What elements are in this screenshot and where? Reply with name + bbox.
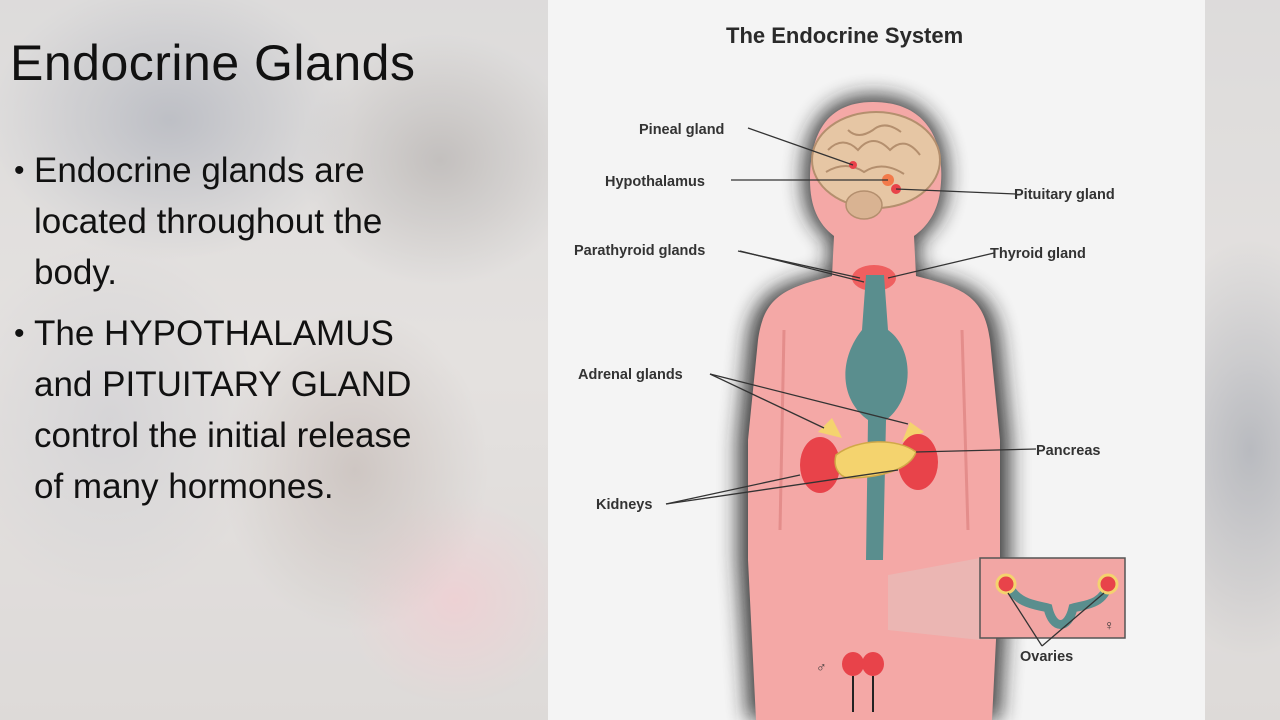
leader-lines [665,127,1105,647]
blood-vessels [845,275,908,560]
pancreas-organ [834,441,917,479]
kidney-left [800,437,840,493]
ovary-right [1097,573,1119,595]
inset-wedge [888,558,980,640]
adrenal-gland-left [818,418,842,438]
diagram-title: The Endocrine System [726,23,963,48]
female-symbol-icon: ♀ [1104,617,1115,633]
testis-left [842,652,864,676]
brain-folds [825,124,921,175]
bullet-icon: • [14,154,25,187]
label-adrenal-glands: Adrenal glands [578,367,683,383]
label-ovaries: Ovaries [1020,649,1073,665]
slide-title: Endocrine Glands [10,35,416,91]
bullet-item: • Endocrine glands are located throughou… [14,145,414,298]
ovary-left [995,573,1017,595]
testis-right [862,652,884,676]
cerebellum [845,190,883,220]
bullet-list: • Endocrine glands are located throughou… [14,145,414,522]
arm-line-left [778,329,786,531]
diagram-svg: The Endocrine System ♂ [574,23,1126,720]
label-pineal-gland: Pineal gland [639,122,724,138]
bullet-text: Endocrine glands are located throughout … [34,151,383,292]
label-pituitary-gland: Pituitary gland [1014,187,1115,203]
testes-arrows [852,676,874,712]
male-symbol-icon: ♂ [816,659,827,675]
label-parathyroid-glands: Parathyroid glands [574,243,705,259]
bullet-text: The HYPOTHALAMUS and PITUITARY GLAND con… [34,314,412,506]
adrenal-gland-right [902,422,924,442]
endocrine-diagram: The Endocrine System ♂ [548,0,1205,720]
brain [811,111,941,209]
label-pancreas: Pancreas [1036,443,1101,459]
bullet-item: • The HYPOTHALAMUS and PITUITARY GLAND c… [14,308,414,512]
arm-line-right [960,329,970,531]
label-hypothalamus: Hypothalamus [605,174,705,190]
label-thyroid-gland: Thyroid gland [990,246,1086,262]
label-kidneys: Kidneys [596,497,652,513]
bullet-icon: • [14,317,25,350]
